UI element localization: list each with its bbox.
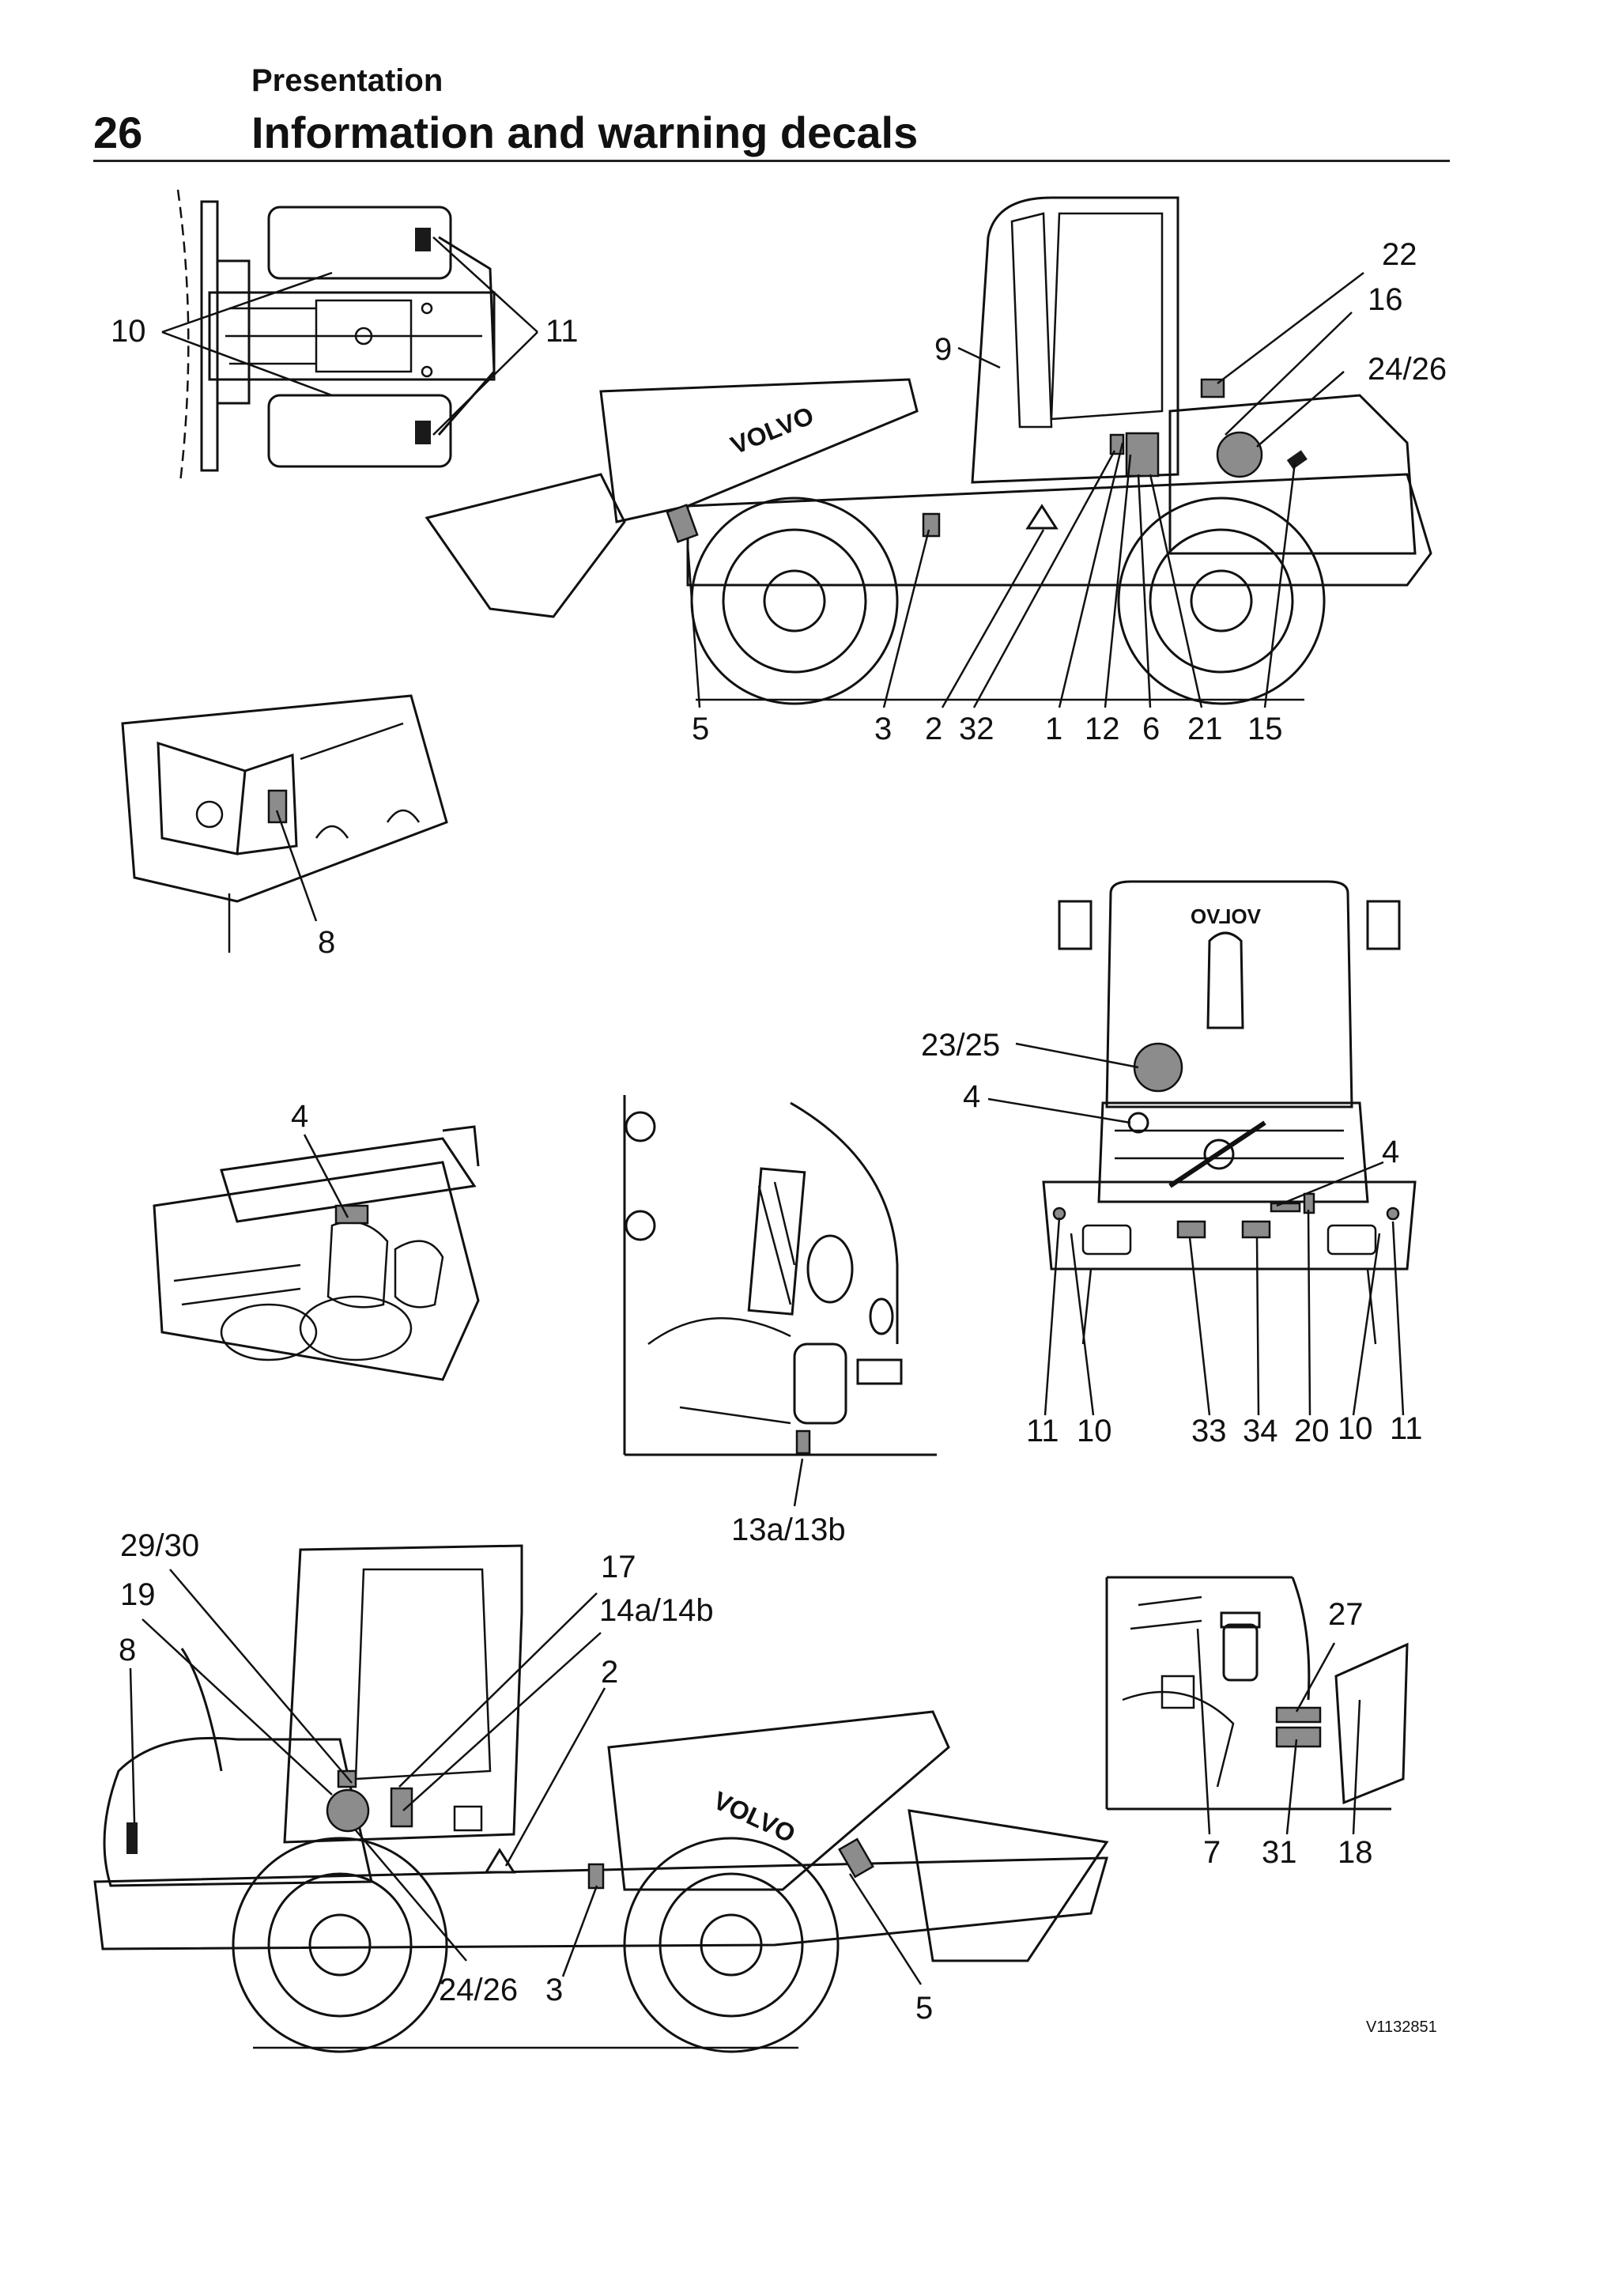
callout-9: 9 bbox=[934, 332, 952, 367]
battery-leader bbox=[275, 810, 318, 922]
callout-2-left: 2 bbox=[601, 1655, 618, 1690]
callout-4-rear-left: 4 bbox=[963, 1079, 980, 1114]
top-view-leaders bbox=[161, 236, 538, 436]
callout-34: 34 bbox=[1243, 1414, 1278, 1448]
brand-text-rear: VOLVO bbox=[1191, 904, 1261, 928]
page-title: Information and warning decals bbox=[251, 108, 919, 157]
rear-view-leaders bbox=[987, 1042, 1405, 1416]
callout-24-26-left: 24/26 bbox=[439, 1973, 518, 2007]
callout-20: 20 bbox=[1294, 1414, 1330, 1448]
callout-11: 11 bbox=[545, 314, 579, 349]
callout-12: 12 bbox=[1085, 712, 1120, 746]
rear-view-drawing: VOLVO bbox=[1042, 880, 1417, 1345]
callout-22: 22 bbox=[1382, 237, 1417, 272]
callout-6: 6 bbox=[1142, 712, 1160, 746]
engine-bay-leaders bbox=[1196, 1628, 1361, 1835]
callout-8-battery: 8 bbox=[318, 925, 335, 960]
callout-4-rear-right: 4 bbox=[1382, 1135, 1399, 1169]
loader-side-view-right: VOLVO bbox=[425, 196, 1432, 705]
callout-7: 7 bbox=[1203, 1835, 1221, 1870]
callout-11-rear-right: 11 bbox=[1390, 1411, 1423, 1446]
callout-1: 1 bbox=[1045, 712, 1062, 746]
callout-3: 3 bbox=[874, 712, 892, 746]
callout-2: 2 bbox=[925, 712, 942, 746]
callout-10-rear-left: 10 bbox=[1077, 1414, 1112, 1448]
callout-5: 5 bbox=[692, 712, 709, 746]
callout-31: 31 bbox=[1262, 1835, 1297, 1870]
figure-reference: V1132851 bbox=[1366, 2018, 1437, 2036]
engine-drawing bbox=[153, 1125, 480, 1381]
battery-box-drawing bbox=[121, 694, 448, 953]
brand-text-right: VOLVO bbox=[726, 401, 817, 459]
callout-29-30: 29/30 bbox=[120, 1528, 199, 1563]
console-leader bbox=[793, 1458, 804, 1507]
callout-8-left: 8 bbox=[119, 1633, 136, 1667]
callout-23-25: 23/25 bbox=[921, 1028, 1000, 1063]
callout-4-engine: 4 bbox=[291, 1099, 308, 1134]
side-left-leaders bbox=[129, 1569, 923, 1985]
callout-32: 32 bbox=[959, 712, 994, 746]
callout-16: 16 bbox=[1368, 282, 1403, 317]
cab-console-drawing bbox=[623, 1095, 937, 1456]
callout-24-26: 24/26 bbox=[1368, 352, 1447, 387]
callout-3-left: 3 bbox=[545, 1973, 563, 2007]
callout-21: 21 bbox=[1187, 712, 1223, 746]
engine-bay-drawing bbox=[1105, 1576, 1409, 1811]
callout-11-rear-left: 11 bbox=[1026, 1414, 1059, 1448]
callout-10: 10 bbox=[111, 314, 146, 349]
callout-13a-13b: 13a/13b bbox=[731, 1512, 846, 1547]
callout-15: 15 bbox=[1247, 712, 1283, 746]
callout-27: 27 bbox=[1328, 1597, 1364, 1632]
callout-18: 18 bbox=[1338, 1835, 1373, 1870]
callout-10-rear-right: 10 bbox=[1338, 1411, 1373, 1446]
page-number: 26 bbox=[93, 108, 143, 157]
side-right-leaders bbox=[686, 272, 1364, 708]
callout-33: 33 bbox=[1191, 1414, 1227, 1448]
callout-17: 17 bbox=[601, 1550, 636, 1584]
top-view-drawing bbox=[176, 189, 496, 483]
engine-leader bbox=[303, 1134, 349, 1218]
callout-14a-14b: 14a/14b bbox=[599, 1593, 714, 1628]
callout-5-left: 5 bbox=[915, 1991, 933, 2026]
section-heading: Presentation bbox=[251, 63, 443, 98]
callout-19: 19 bbox=[120, 1577, 156, 1612]
header-rule bbox=[93, 160, 1450, 162]
